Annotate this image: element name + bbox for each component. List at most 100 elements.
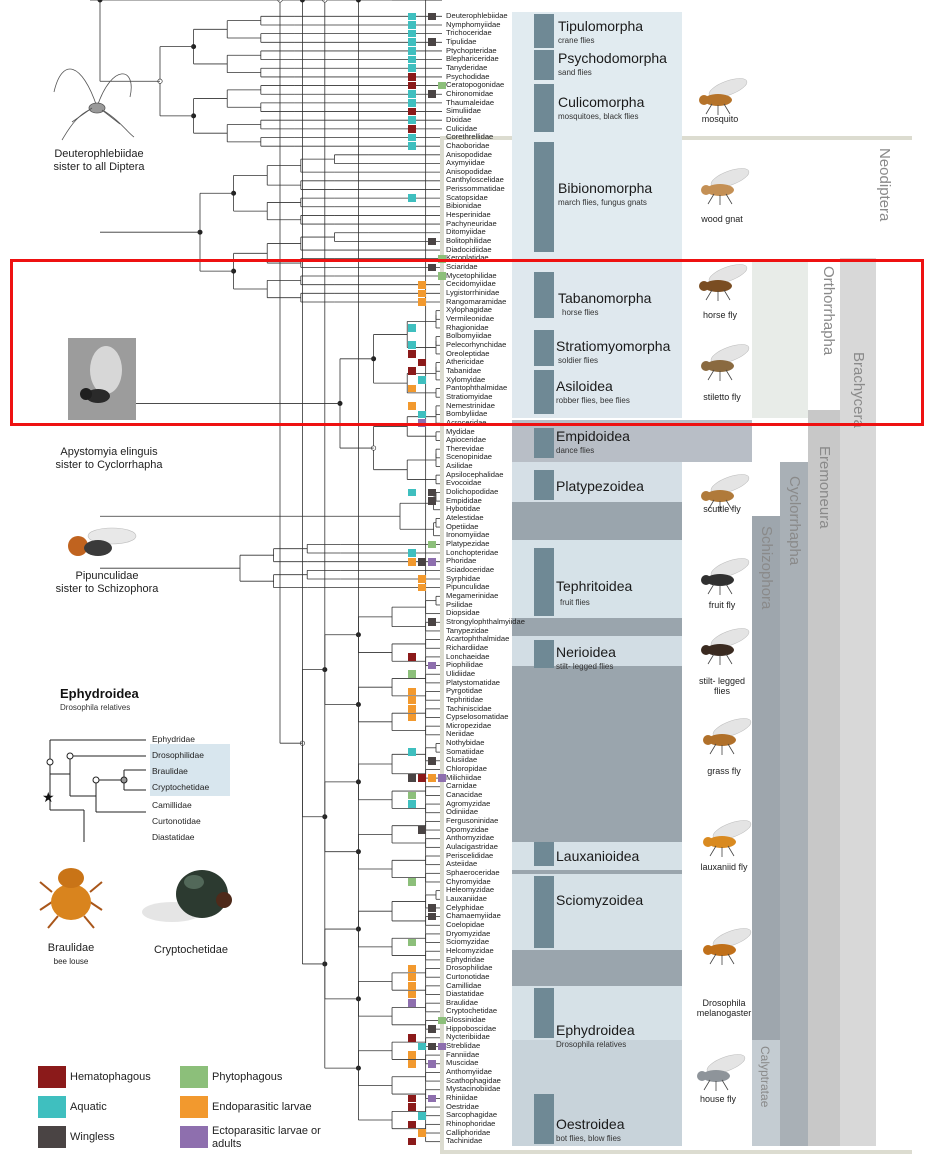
pipunculidae-drawing <box>60 522 140 562</box>
clade-oestroidea: Oestroidea <box>556 1116 624 1132</box>
clade-bibionomorpha: Bibionomorpha <box>558 180 652 196</box>
clade-sub-psychodomorpha: sand flies <box>558 68 592 77</box>
fly-caption: stilt- legged flies <box>684 676 760 696</box>
taxon-label: Chironomidae <box>446 90 493 98</box>
clade-sub-nerioidea: stilt- legged flies <box>556 662 613 671</box>
taxon-label: Fergusoninidae <box>446 817 498 825</box>
group-cyclorrhapha: Cyclorrhapha <box>786 476 803 565</box>
trait-square <box>428 774 436 782</box>
legend-wingless: Wingless <box>70 1131 115 1144</box>
clade-bar <box>534 842 554 866</box>
fly-image <box>686 1052 750 1092</box>
clade-bar <box>534 876 554 948</box>
legend-aquatic: Aquatic <box>70 1101 107 1114</box>
fly-image <box>692 818 756 858</box>
taxon-label: Tipulidae <box>446 38 477 46</box>
trait-square <box>428 489 436 497</box>
taxon-label: Canacidae <box>446 791 482 799</box>
taxon-label: Rhinophoridae <box>446 1120 495 1128</box>
fly-caption: lauxaniid fly <box>686 862 762 872</box>
trait-square <box>408 549 416 557</box>
clade-bar <box>534 428 554 458</box>
trait-square <box>418 584 426 592</box>
legend-hematophagous: Hematophagous <box>70 1071 151 1084</box>
taxon-label: Diastatidae <box>446 990 484 998</box>
taxon-label: Tanyderidae <box>446 64 487 72</box>
trait-square <box>408 116 416 124</box>
taxon-label: Rhiniidae <box>446 1094 478 1102</box>
fly-caption: wood gnat <box>684 214 760 224</box>
fly-image <box>692 926 756 966</box>
taxon-label: Richardiidae <box>446 644 488 652</box>
trait-square <box>428 1060 436 1068</box>
trait-square <box>428 13 436 21</box>
clade-bar <box>534 50 554 80</box>
trait-square <box>408 558 416 566</box>
fly-image <box>690 626 754 666</box>
fly-caption: scuttle fly <box>684 504 760 514</box>
taxon-label: Curtonotidae <box>446 973 489 981</box>
taxon-label: Megamerinidae <box>446 592 498 600</box>
cryptochetidae-drawing <box>138 860 238 932</box>
inset-subtitle: Drosophila relatives <box>60 703 130 712</box>
trait-square <box>408 792 416 800</box>
trait-square <box>408 670 416 678</box>
trait-square <box>428 662 436 670</box>
trait-square <box>428 90 436 98</box>
trait-square <box>418 774 426 782</box>
clade-bar <box>534 1094 554 1144</box>
fly-image <box>688 76 752 116</box>
trait-square <box>408 774 416 782</box>
inset-taxon-4: Camillidae <box>152 800 192 810</box>
fly-image <box>690 556 754 596</box>
taxon-label: Nothybidae <box>446 739 484 747</box>
trait-square <box>438 774 446 782</box>
taxon-label: Chaoboridae <box>446 142 490 150</box>
apystomyia-photo <box>68 338 136 420</box>
clade-nerioidea: Nerioidea <box>556 644 616 660</box>
trait-square <box>428 1025 436 1033</box>
trait-square <box>418 826 426 834</box>
taxon-label: Platypezidae <box>446 540 489 548</box>
inset-taxon-3: Cryptochetidae <box>152 782 209 792</box>
taxon-label: Perissommatidae <box>446 185 505 193</box>
taxon-label: Dolichopodidae <box>446 488 498 496</box>
trait-square <box>418 1129 426 1137</box>
trait-square <box>408 878 416 886</box>
taxon-label: Cypselosomatidae <box>446 713 508 721</box>
trait-square <box>418 558 426 566</box>
legend-swatch-ectoparasitic <box>180 1126 208 1148</box>
highlight-box <box>10 259 924 426</box>
trait-square <box>408 30 416 38</box>
legend-swatch-phytophagous <box>180 1066 208 1088</box>
taxon-label: Streblidae <box>446 1042 480 1050</box>
taxon-label: Chloropidae <box>446 765 487 773</box>
clade-sub-empidoidea: dance flies <box>556 446 594 455</box>
note-apystomyia: Apystomyia elinguis sister to Cyclorrhap… <box>34 446 184 472</box>
taxon-label: Bolitophilidae <box>446 237 491 245</box>
taxon-label: Apioceridae <box>446 436 486 444</box>
note-braulidae: Braulidae <box>36 942 106 955</box>
fly-image <box>690 166 754 206</box>
inset-taxon-1: Drosophilidae <box>152 750 204 760</box>
trait-square <box>408 973 416 981</box>
trait-square <box>408 696 416 704</box>
trait-square <box>408 99 416 107</box>
group-eremoneura: Eremoneura <box>816 446 833 529</box>
note-cryptochetidae: Cryptochetidae <box>136 944 246 957</box>
clade-tephritoidea: Tephritoidea <box>556 578 632 594</box>
group-neodiptera: Neodiptera <box>876 148 893 221</box>
clade-bar <box>534 988 554 1038</box>
taxon-label: Dixidae <box>446 116 471 124</box>
clade-tipulomorpha: Tipulomorpha <box>558 18 643 34</box>
trait-square <box>408 965 416 973</box>
fly-image <box>692 716 756 756</box>
taxon-label: Ulidiidae <box>446 670 475 678</box>
clade-psychodomorpha: Psychodomorpha <box>558 50 667 66</box>
svg-text:★: ★ <box>42 789 55 805</box>
group-schizophora: Schizophora <box>758 526 775 609</box>
inset-taxon-5: Curtonotidae <box>152 816 201 826</box>
trait-square <box>408 64 416 72</box>
trait-square <box>408 748 416 756</box>
fly-caption: grass fly <box>686 766 762 776</box>
